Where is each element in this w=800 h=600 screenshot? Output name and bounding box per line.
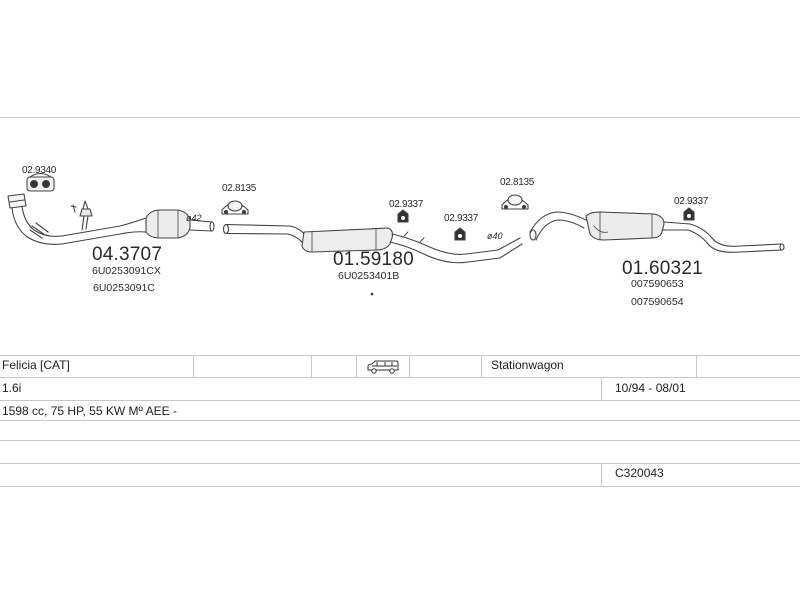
table-row-divider [0,486,800,487]
part-ref-label: 02.9337 [389,199,424,210]
part-ref-label: 02.9340 [22,165,57,176]
diagram-top-border [0,117,800,118]
front-pipe-oem: 6U0253091CX [92,265,161,277]
front-pipe-oem: 6U0253091C [93,282,155,294]
part-ref-label: 02.8135 [222,183,257,194]
table-row-divider [0,463,800,464]
gasket-ring-icon[interactable] [221,200,249,215]
middle-silencer-number[interactable]: 01.59180 [333,249,414,270]
front-pipe-number[interactable]: 04.3707 [92,244,163,265]
table-row-divider [0,355,800,356]
exhaust-system-diagram [7,172,785,296]
table-row-divider [0,420,800,421]
table-col-divider [193,355,194,377]
part-ref-label: 02.9337 [444,213,479,224]
rear-silencer-number[interactable]: 01.60321 [622,258,703,279]
body-type-cell: Stationwagon [491,358,564,372]
rubber-mount-icon[interactable] [454,227,466,241]
model-cell: Felicia [CAT] [2,358,70,372]
table-row-divider [0,377,800,378]
rubber-mount-icon[interactable] [683,207,695,221]
code-cell: C320043 [615,466,664,480]
table-col-divider [311,355,312,377]
gasket-ring-icon[interactable] [501,194,529,210]
table-col-divider [356,355,357,377]
engine-cell: 1.6i [2,381,22,395]
period-cell: 10/94 - 08/01 [615,381,686,395]
table-row-divider [0,400,800,401]
table-row-divider [0,440,800,441]
part-ref-label: 02.8135 [500,177,535,188]
table-col-divider [481,355,482,377]
pipe-diameter-label: ø42 [186,213,202,223]
table-col-divider [601,377,602,400]
rear-silencer-oem: 007590653 [631,278,684,290]
table-col-divider [409,355,410,377]
middle-silencer-part[interactable] [222,223,523,264]
table-col-divider [601,463,602,486]
rubber-mount-icon[interactable] [397,209,409,223]
middle-silencer-oem: 6U0253401B [338,270,400,282]
rear-silencer-oem: 007590654 [631,296,684,308]
station-wagon-car-icon [367,360,399,374]
rear-silencer-part[interactable] [529,211,785,253]
table-col-divider [696,355,697,377]
front-pipe-part[interactable] [7,193,215,245]
spec-cell: 1598 cc, 75 HP, 55 KW Mº AEE - [2,404,177,418]
pipe-diameter-label: ø40 [487,231,503,241]
hanger-clamp-icon[interactable] [26,172,55,192]
part-ref-label: 02.9337 [674,196,709,207]
